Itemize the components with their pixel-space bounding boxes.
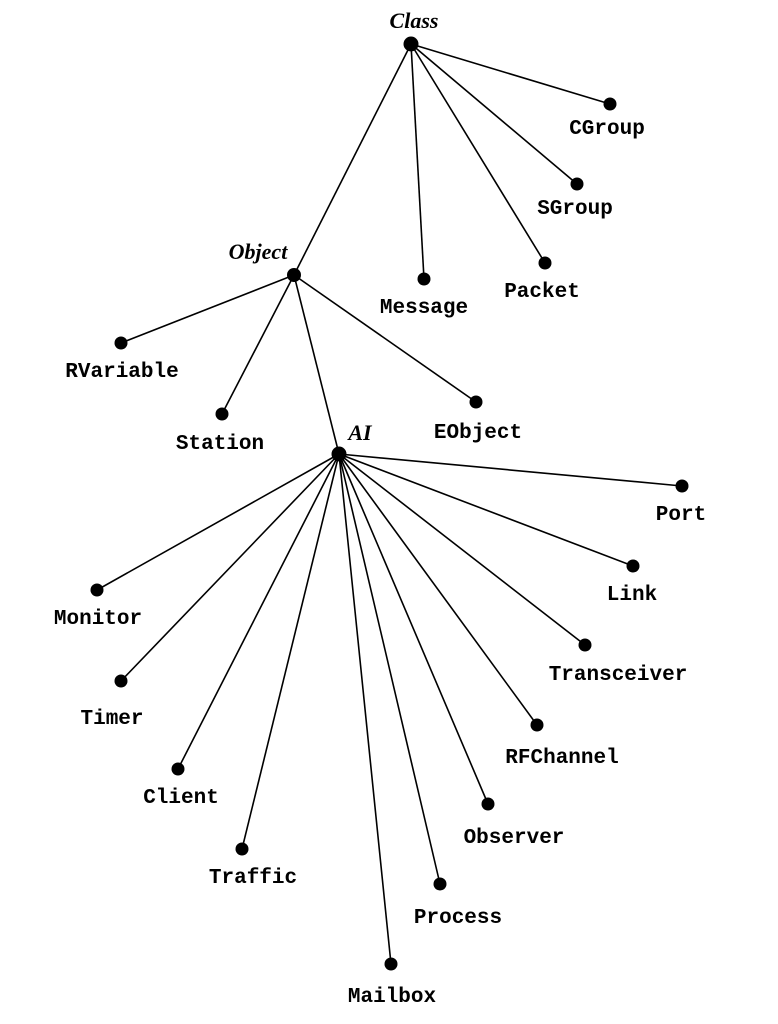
edge-ai-monitor: [96, 453, 340, 591]
nodes: [90, 36, 689, 971]
label-message: Message: [380, 297, 468, 320]
node-class: [403, 36, 419, 52]
edge-class-object: [293, 43, 412, 276]
edge-ai-client: [177, 453, 340, 770]
edge-class-sgroup: [410, 43, 578, 185]
edge-ai-observer: [338, 453, 489, 805]
label-cgroup: CGroup: [569, 118, 645, 141]
label-timer: Timer: [80, 708, 143, 731]
edge-ai-port: [338, 453, 683, 487]
edge-ai-process: [338, 453, 441, 885]
node-client: [171, 762, 185, 776]
edges: [96, 43, 683, 965]
label-rvariable: RVariable: [65, 361, 178, 384]
node-transceiver: [578, 638, 592, 652]
edge-ai-timer: [120, 453, 340, 682]
edge-ai-transceiver: [338, 453, 586, 646]
label-mailbox: Mailbox: [348, 986, 437, 1009]
node-traffic: [235, 842, 249, 856]
edge-ai-link: [338, 453, 634, 567]
label-sgroup: SGroup: [537, 198, 613, 221]
label-rfchannel: RFChannel: [505, 747, 618, 770]
node-ai: [331, 446, 347, 462]
edge-class-cgroup: [410, 43, 611, 105]
edge-object-station: [221, 274, 295, 415]
edge-ai-mailbox: [338, 453, 392, 965]
node-object: [287, 268, 301, 282]
edge-object-ai: [293, 274, 340, 455]
label-observer: Observer: [464, 827, 565, 850]
edge-ai-traffic: [241, 453, 340, 850]
label-object: Object: [229, 239, 289, 264]
label-link: Link: [607, 584, 657, 607]
edge-class-message: [410, 43, 425, 280]
node-monitor: [90, 583, 104, 597]
edge-object-rvariable: [120, 274, 295, 344]
label-monitor: Monitor: [54, 608, 142, 631]
node-sgroup: [570, 177, 584, 191]
edge-object-eobject: [293, 274, 477, 403]
node-link: [626, 559, 640, 573]
label-station: Station: [176, 433, 264, 456]
label-packet: Packet: [504, 281, 580, 304]
node-port: [675, 479, 689, 493]
node-timer: [114, 674, 128, 688]
labels: Class Object AI CGroup SGroup Packet Mes…: [54, 8, 706, 1009]
label-traffic: Traffic: [209, 867, 297, 890]
label-port: Port: [656, 504, 706, 527]
node-eobject: [469, 395, 483, 409]
node-rvariable: [114, 336, 128, 350]
edge-class-packet: [410, 43, 546, 264]
label-client: Client: [143, 787, 219, 810]
node-cgroup: [603, 97, 617, 111]
label-ai: AI: [346, 420, 373, 445]
label-class: Class: [390, 8, 439, 33]
node-packet: [538, 256, 552, 270]
node-station: [215, 407, 229, 421]
node-rfchannel: [530, 718, 544, 732]
node-observer: [481, 797, 495, 811]
label-transceiver: Transceiver: [549, 664, 688, 687]
node-message: [417, 272, 431, 286]
node-process: [433, 877, 447, 891]
edge-ai-rfchannel: [338, 453, 538, 726]
label-process: Process: [414, 907, 502, 930]
label-eobject: EObject: [434, 422, 522, 445]
node-mailbox: [384, 957, 398, 971]
